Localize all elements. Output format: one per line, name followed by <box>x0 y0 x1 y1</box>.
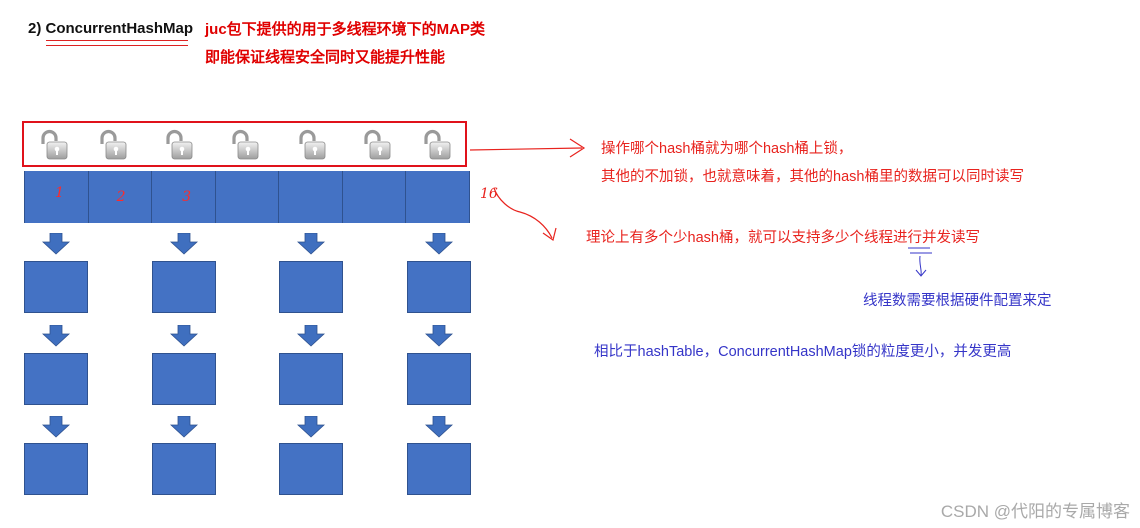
down-arrow-icon <box>424 232 454 255</box>
hash-bucket <box>279 171 343 223</box>
bucket-mark-1: 1 <box>55 185 64 201</box>
chain-node <box>407 443 471 495</box>
down-arrow-icon <box>41 415 71 438</box>
bucket-mark-3: 3 <box>182 189 192 205</box>
down-arrow-icon <box>41 232 71 255</box>
chain-node <box>279 353 343 405</box>
open-padlock-icon <box>229 128 263 162</box>
down-arrow-icon <box>296 415 326 438</box>
chain-node <box>152 353 216 405</box>
down-arrow-icon <box>424 415 454 438</box>
lock-note-1: 操作哪个hash桶就为哪个hash桶上锁， <box>601 141 853 157</box>
theory-note-arrowhead <box>542 227 557 241</box>
compare-note: 相比于hashTable，ConcurrentHashMap锁的粒度更小，并发更… <box>594 344 1012 360</box>
lock-row-frame <box>22 121 467 167</box>
section-heading: 2) ConcurrentHashMap <box>28 20 193 37</box>
down-arrow-icon <box>169 324 199 347</box>
intro-note-line2: 即能保证线程安全同时又能提升性能 <box>205 49 446 66</box>
open-padlock-icon <box>296 128 330 162</box>
heading-underline <box>46 40 188 41</box>
heading-underline-second <box>46 45 188 46</box>
chain-node <box>279 443 343 495</box>
hash-bucket: 1 <box>24 171 89 223</box>
chain-node <box>24 261 88 313</box>
hash-bucket: 2 <box>88 171 153 223</box>
chain-node <box>24 353 88 405</box>
lock-note-arrow <box>469 147 583 151</box>
down-arrow-icon <box>169 232 199 255</box>
intro-note-line1: juc包下提供的用于多线程环境下的MAP类 <box>205 21 486 38</box>
bucket-mark-2: 2 <box>116 189 126 205</box>
chain-node <box>152 443 216 495</box>
chain-node <box>152 261 216 313</box>
open-padlock-icon <box>97 128 131 162</box>
theory-note: 理论上有多个少hash桶，就可以支持多少个线程进行并发读写 <box>586 230 980 246</box>
down-arrow-icon <box>296 232 326 255</box>
hash-bucket <box>342 171 407 223</box>
lock-note-2: 其他的不加锁，也就意味着，其他的hash桶里的数据可以同时读写 <box>601 169 1024 185</box>
heading-number: 2) <box>28 20 42 37</box>
open-padlock-icon <box>38 128 72 162</box>
lock-note-arrowhead <box>569 138 586 158</box>
down-arrow-icon <box>296 324 326 347</box>
down-arrow-icon <box>424 324 454 347</box>
hash-bucket-row: 1 2 3 <box>24 171 471 223</box>
side-mark: 16 <box>480 186 498 202</box>
chain-node <box>407 261 471 313</box>
chain-node <box>279 261 343 313</box>
chain-node <box>24 443 88 495</box>
hash-bucket <box>406 171 471 223</box>
open-padlock-icon <box>421 128 455 162</box>
down-arrow-icon <box>169 415 199 438</box>
thread-word-underline <box>908 247 932 254</box>
open-padlock-icon <box>163 128 197 162</box>
hash-bucket <box>215 171 280 223</box>
down-arrow-icon <box>41 324 71 347</box>
thread-note-arrowhead <box>915 269 927 277</box>
thread-note: 线程数需要根据硬件配置来定 <box>863 293 1052 309</box>
thread-note-arrow <box>919 255 922 276</box>
theory-note-arrow <box>493 187 553 239</box>
open-padlock-icon <box>361 128 395 162</box>
hash-bucket: 3 <box>152 171 216 223</box>
chain-node <box>407 353 471 405</box>
heading-title: ConcurrentHashMap <box>45 20 194 37</box>
watermark: CSDN @代阳的专属博客 <box>940 502 1130 521</box>
